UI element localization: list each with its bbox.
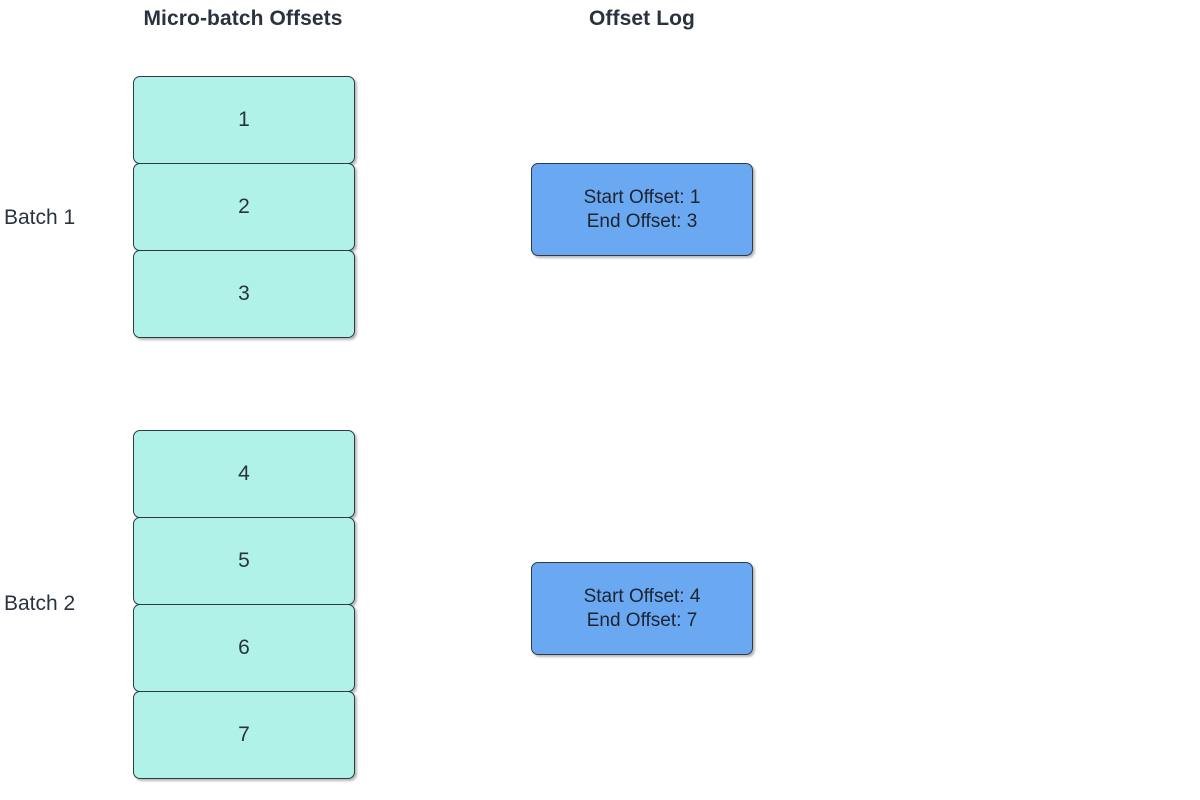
end-offset-label: End Offset: 3 <box>586 210 698 232</box>
offset-box[interactable]: 6 <box>133 604 355 692</box>
offset-box[interactable]: 5 <box>133 517 355 605</box>
column-header-offset-log: Offset Log <box>589 7 695 30</box>
offset-stack-batch-2: 4 5 6 7 <box>133 430 355 779</box>
offset-box[interactable]: 7 <box>133 691 355 779</box>
batch-label-1: Batch 1 <box>4 206 76 229</box>
batch-label-2: Batch 2 <box>4 592 76 615</box>
start-offset-label: Start Offset: 4 <box>583 585 701 607</box>
offset-log-box-batch-1[interactable]: Start Offset: 1 End Offset: 3 <box>531 163 753 256</box>
end-offset-label: End Offset: 7 <box>586 609 698 631</box>
offset-box[interactable]: 2 <box>133 163 355 251</box>
offset-stack-batch-1: 1 2 3 <box>133 76 355 338</box>
start-offset-label: Start Offset: 1 <box>583 186 701 208</box>
offset-log-box-batch-2[interactable]: Start Offset: 4 End Offset: 7 <box>531 562 753 655</box>
column-header-micro-batch-offsets: Micro-batch Offsets <box>143 7 343 30</box>
offset-box[interactable]: 4 <box>133 430 355 518</box>
offset-box[interactable]: 3 <box>133 250 355 338</box>
offset-box[interactable]: 1 <box>133 76 355 164</box>
